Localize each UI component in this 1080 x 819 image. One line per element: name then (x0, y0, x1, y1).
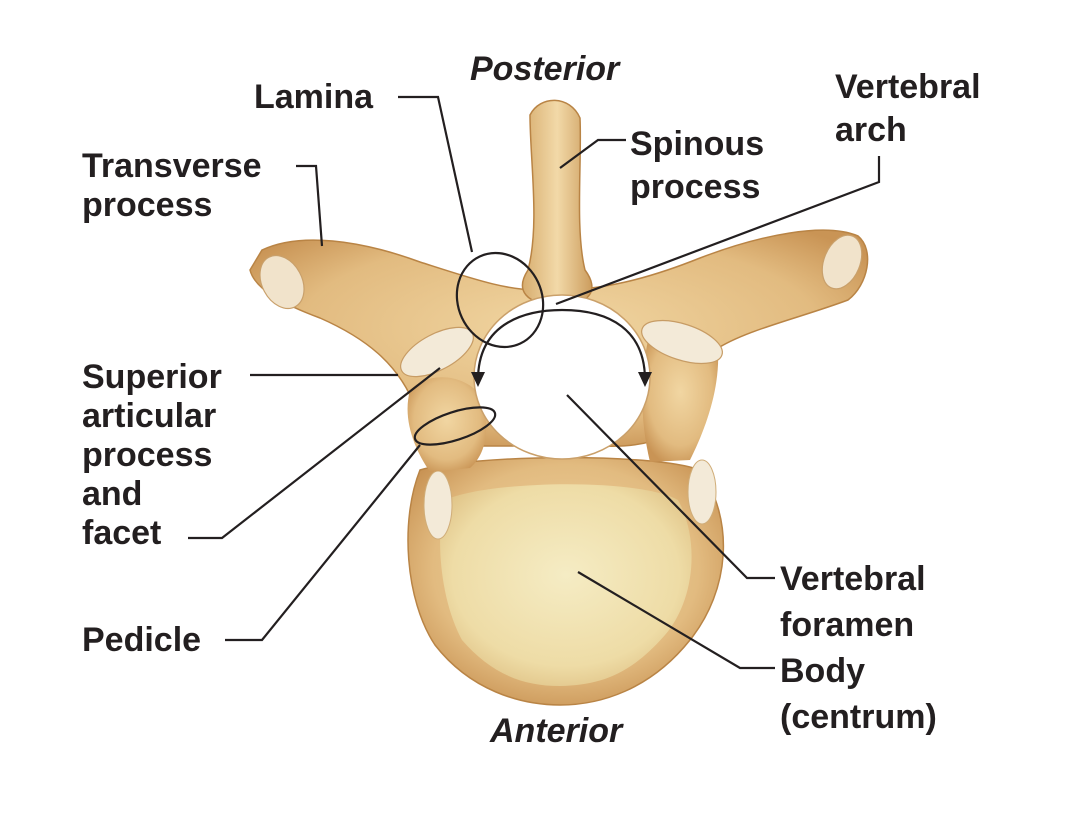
arrow-head-left (471, 372, 485, 387)
superior-articular-line-5: facet (82, 514, 162, 552)
superior-articular-line-3: process (82, 436, 213, 474)
spinous-process-leader (559, 138, 626, 169)
spinous-process-label: Spinous process (630, 123, 764, 209)
arrow-head-right (638, 372, 652, 387)
vertebral-foramen-leader (566, 394, 775, 580)
vertebral-arch-label: Vertebral arch (835, 66, 981, 152)
facet-leader (188, 367, 441, 540)
vertebral-foramen-opening (473, 294, 651, 460)
transverse-process-leader (296, 164, 324, 247)
vertebral-arch-line-2: arch (835, 111, 907, 149)
vertebral-foramen-line-2: foramen (780, 606, 915, 644)
vertebral-foramen-line-1: Vertebral (780, 560, 926, 598)
left-pedicle (407, 377, 487, 472)
transverse-process-line-2: process (82, 186, 213, 224)
pedicle-label: Pedicle (82, 621, 202, 659)
spinous-process-shape (521, 99, 593, 306)
body-surface (440, 484, 692, 686)
posterior-label: Posterior (470, 50, 620, 88)
left-body-facet (423, 470, 453, 540)
pedicle-leader (225, 444, 421, 642)
lamina-label: Lamina (254, 78, 374, 116)
right-transverse-facet (821, 234, 863, 290)
body-line-2: (centrum) (780, 698, 937, 736)
lamina-outline (455, 251, 545, 349)
transverse-process-line-1: Transverse (82, 147, 262, 185)
right-body-facet (687, 459, 717, 525)
vertebral-arch-leader (555, 156, 881, 306)
superior-articular-line-1: Superior (82, 358, 222, 396)
lamina-leader (398, 95, 474, 253)
right-superior-facet (641, 319, 723, 365)
vertebral-arch-line-1: Vertebral (835, 68, 981, 106)
left-transverse-facet (259, 254, 305, 310)
right-pedicle (642, 334, 719, 462)
pedicle-outline (413, 406, 497, 446)
superior-articular-line-2: articular (82, 397, 217, 435)
spinous-process-line-2: process (630, 168, 761, 206)
body-label: Body (centrum) (780, 648, 937, 740)
body-leader (577, 571, 775, 670)
spinous-process-line-1: Spinous (630, 125, 765, 163)
anterior-label: Anterior (490, 712, 623, 750)
body-line-1: Body (780, 652, 865, 690)
vertebral-foramen-label: Vertebral foramen (780, 556, 926, 648)
transverse-process-label: Transverse process (82, 147, 262, 225)
superior-articular-process-label: Superior articular process and facet (82, 358, 222, 553)
vertebral-arch-arrow-curve (476, 308, 647, 381)
superior-articular-line-4: and (82, 475, 143, 513)
